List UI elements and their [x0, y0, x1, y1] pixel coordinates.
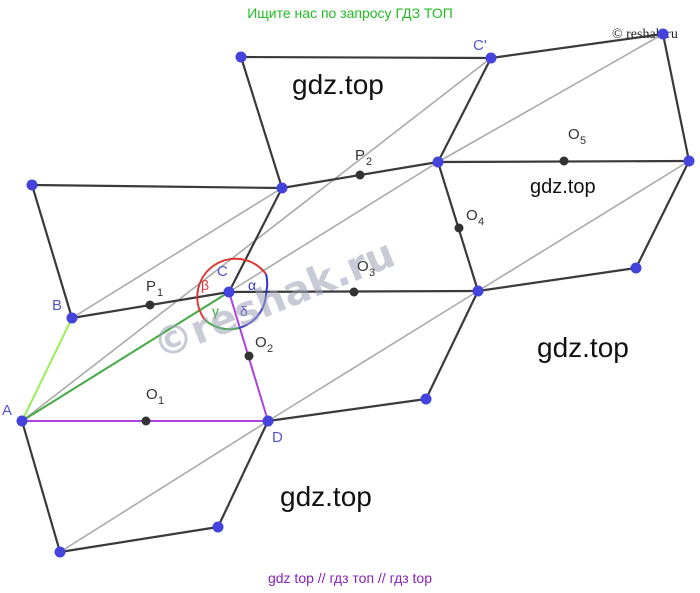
point-label-sub: 1	[158, 395, 164, 407]
point-label-sub: 3	[369, 267, 375, 279]
midpoint-o4	[454, 223, 464, 233]
vertex-point-d	[262, 415, 274, 427]
angle-delta-arc	[238, 292, 267, 329]
gdz-watermark: gdz.top	[292, 69, 384, 100]
point-label-p1: P 1	[146, 278, 163, 299]
vertex-point	[683, 155, 695, 167]
point-label-o1: O 1	[146, 386, 164, 407]
midpoint-o5	[559, 156, 569, 166]
angle-delta-label: δ	[240, 303, 248, 319]
point-label-main: O	[357, 258, 369, 275]
tile-edge	[239, 55, 284, 190]
tile-edge	[58, 525, 220, 554]
vertex-point	[432, 156, 444, 168]
midpoint-p1	[145, 300, 155, 310]
point-label-main: O	[255, 334, 267, 351]
point-label-main: O	[146, 386, 158, 403]
midpoint-o1	[141, 416, 151, 426]
gdz-watermark: gdz.top	[537, 332, 629, 363]
midpoint-o2	[244, 351, 254, 361]
diagonal-line	[267, 290, 479, 422]
diagonal-line	[437, 33, 664, 163]
vertex-point	[54, 546, 66, 558]
tile-edge	[227, 186, 284, 294]
point-label-main: P	[355, 147, 365, 164]
vertex-point-a	[16, 415, 28, 427]
vertex-point	[235, 51, 247, 63]
vertex-point	[276, 182, 288, 194]
vertex-point	[630, 262, 642, 274]
vertex-label-b: B	[52, 297, 62, 314]
vertex-point	[472, 285, 484, 297]
angle-alpha-arc	[265, 273, 269, 294]
point-label-sub: 4	[478, 216, 484, 228]
angle-gamma-label: γ	[212, 303, 219, 319]
point-label-sub: 2	[366, 156, 372, 168]
tile-edges	[20, 32, 691, 554]
tile-edge	[436, 56, 493, 164]
tile-edge	[30, 183, 74, 320]
vertex-point	[420, 393, 432, 405]
gdz-watermark: gdz.top	[530, 176, 596, 198]
point-label-p2: P 2	[355, 147, 372, 168]
vertex-label-d: D	[272, 429, 283, 446]
vertex-point-c-prime	[485, 52, 497, 64]
tile-edge	[424, 289, 480, 401]
edge-AC	[21, 291, 230, 422]
vertex-label-c-prime: C'	[473, 37, 487, 54]
point-label-sub: 5	[580, 135, 586, 147]
vertex-point-b	[66, 312, 78, 324]
midpoint-o3	[349, 287, 359, 297]
gdz-watermark: gdz.top	[280, 481, 372, 512]
point-label-main: O	[466, 207, 478, 224]
vertex-label-c: C	[217, 263, 228, 280]
diagonal-line	[71, 187, 283, 319]
point-label-sub: 1	[157, 287, 163, 299]
vertex-point-c	[223, 286, 235, 298]
angle-gamma-arc	[204, 319, 240, 331]
tile-edge	[239, 32, 691, 163]
midpoints	[141, 156, 569, 426]
midpoint-p2	[355, 170, 365, 180]
tile-edge	[266, 397, 428, 423]
point-label-sub: 2	[267, 343, 273, 355]
point-label-o4: O 4	[466, 207, 484, 228]
tile-edge	[20, 419, 62, 554]
point-label-o2: O 2	[255, 334, 273, 355]
footer-text: gdz top // гдз топ // гдз top	[268, 570, 432, 586]
diagonal-line	[477, 160, 690, 292]
vertex-point	[212, 521, 224, 533]
angle-beta-label: β	[201, 277, 209, 293]
vertex-label-a: A	[2, 402, 12, 419]
tile-edge	[634, 159, 691, 270]
tile-edge	[476, 266, 638, 293]
tile-edge	[216, 419, 270, 529]
point-label-o5: O 5	[568, 126, 586, 147]
vertex-point	[26, 179, 38, 191]
header-text: Ищите нас по запросу ГДЗ ТОП	[247, 5, 453, 21]
point-label-o3: O 3	[357, 258, 375, 279]
edge-AB	[21, 317, 73, 422]
vertex-point	[657, 28, 669, 40]
tile-edge	[30, 183, 284, 190]
point-label-main: O	[568, 126, 580, 143]
vertices	[16, 28, 695, 558]
angle-alpha-label: α	[248, 277, 256, 293]
diagonal-line	[59, 420, 269, 553]
point-label-main: P	[146, 278, 156, 295]
